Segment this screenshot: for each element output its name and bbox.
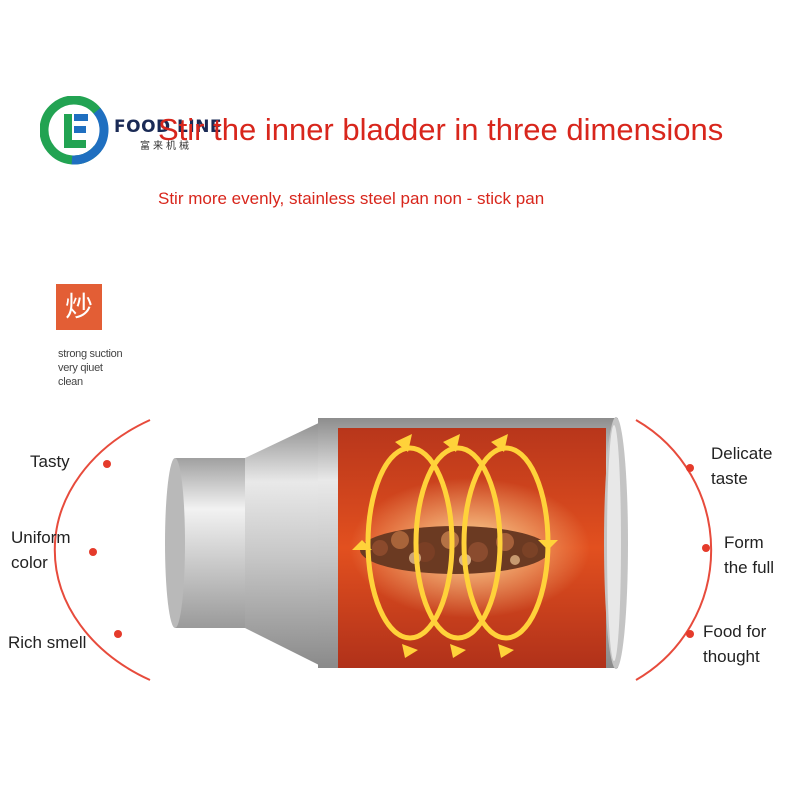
feature-text: strong suction <box>58 348 123 360</box>
logo-text: FOOD LINE <box>114 117 223 137</box>
rotation-arrows-icon <box>365 445 551 641</box>
drum-illustration <box>53 417 713 681</box>
food-pile <box>360 526 550 574</box>
label-food-for-thought: Food for thought <box>703 622 767 666</box>
label-delicate-taste: Delicate taste <box>711 444 773 488</box>
logo-subtitle: 富来机械 <box>140 141 192 152</box>
brand-logo <box>39 95 250 166</box>
arrow-heads <box>352 434 558 658</box>
label-rich-smell: Rich smell <box>8 633 87 652</box>
label-uniform-color: Uniform color <box>11 528 71 572</box>
feature-text: very qiuet <box>58 362 103 374</box>
label-tasty: Tasty <box>30 452 70 471</box>
label-form-the-full: Form the full <box>724 533 775 577</box>
logo-mark-icon <box>39 95 109 165</box>
feature-text: clean <box>58 376 83 388</box>
subheadline: Stir more evenly, stainless steel pan no… <box>158 189 545 208</box>
stir-fry-badge: 炒 <box>56 284 102 330</box>
headline: Stir the inner bladder in three dimensio… <box>158 112 724 147</box>
